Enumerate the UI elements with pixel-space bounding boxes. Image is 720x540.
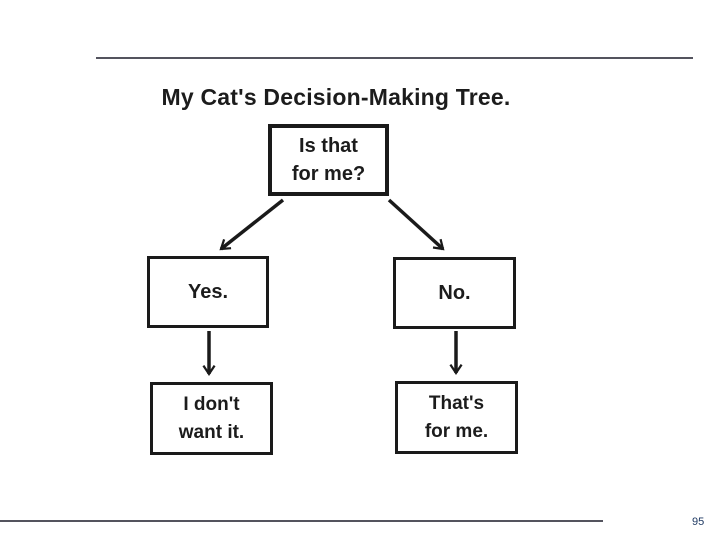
- node-no-label: No.: [438, 282, 471, 304]
- node-no-outcome-label: That's for me.: [424, 392, 489, 442]
- arrow-question-to-no: [387, 198, 445, 251]
- page-number: 95: [692, 516, 705, 528]
- node-no: No.: [393, 257, 516, 329]
- node-yes: Yes.: [147, 256, 269, 328]
- node-question-label: Is that for me?: [291, 135, 366, 185]
- node-question: Is that for me?: [268, 124, 389, 196]
- node-no-outcome: That's for me.: [395, 381, 518, 454]
- bottom-rule-divider: [0, 520, 603, 522]
- flowchart-title: My Cat's Decision-Making Tree.: [161, 84, 511, 110]
- top-rule-divider: [96, 57, 693, 59]
- node-yes-label: Yes.: [187, 281, 229, 303]
- node-yes-outcome-label: I don't want it.: [178, 393, 245, 443]
- node-yes-outcome: I don't want it.: [150, 382, 273, 455]
- arrow-question-to-yes: [219, 198, 285, 251]
